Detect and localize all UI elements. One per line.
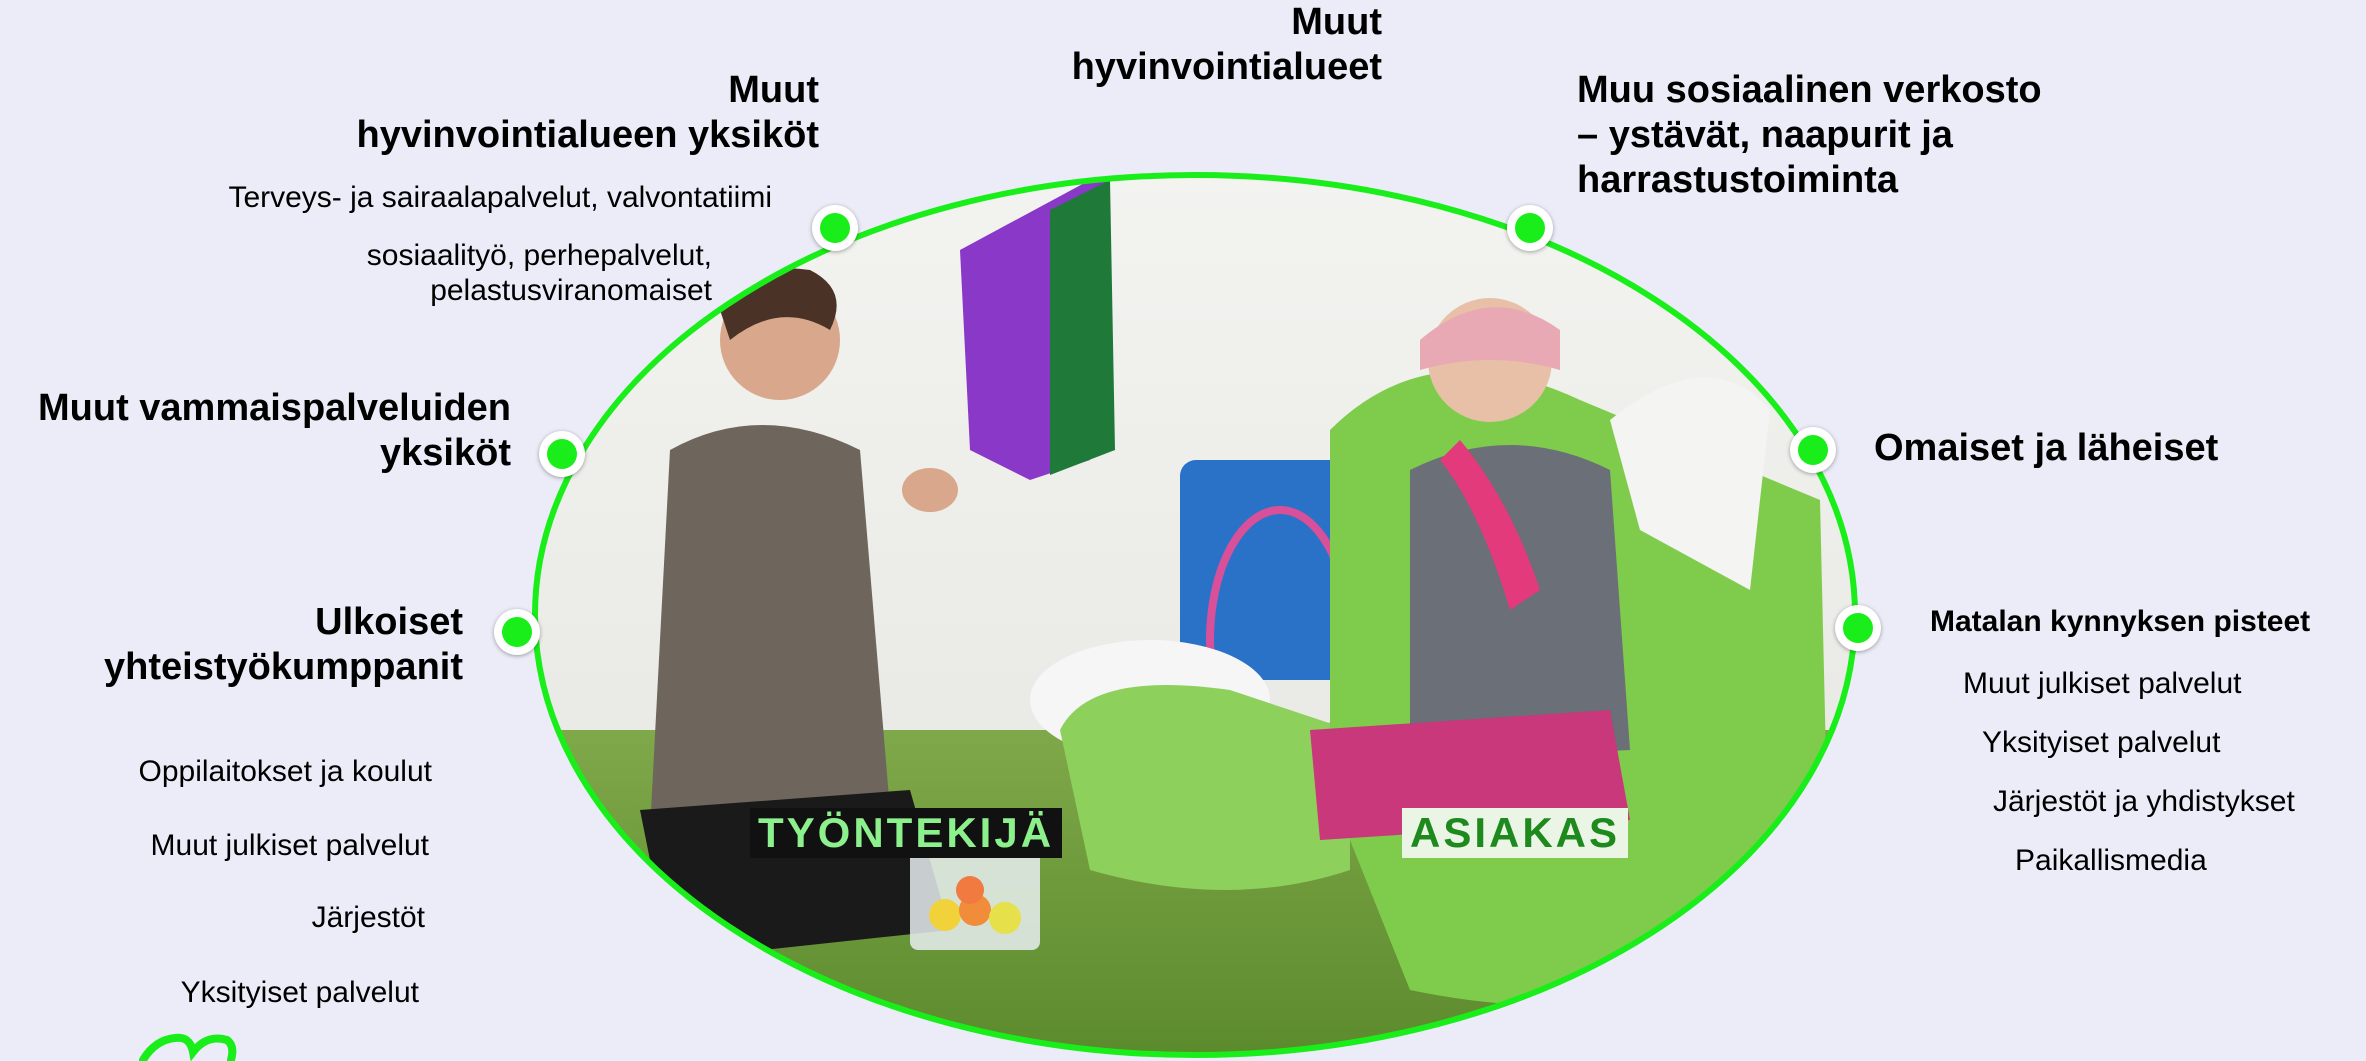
item-public-services-left: Muut julkiset palvelut	[151, 828, 429, 863]
client-label: ASIAKAS	[1402, 808, 1628, 858]
node-social-network[interactable]	[1507, 205, 1553, 251]
item-associations: Järjestöt ja yhdistykset	[1993, 784, 2295, 819]
node-external-partners[interactable]	[494, 609, 540, 655]
title-other-welfare-units: Muut hyvinvointialueen yksiköt	[357, 68, 819, 158]
title-low-threshold: Matalan kynnyksen pisteet	[1930, 604, 2310, 639]
title-other-welfare-areas: Muut hyvinvointialueet	[1072, 0, 1382, 90]
item-social-work: sosiaalityö, perhepalvelut, pelastusvira…	[367, 238, 712, 309]
center-photo	[530, 170, 1860, 1060]
item-private-services-left: Yksityiset palvelut	[181, 975, 419, 1010]
title-external-partners: Ulkoiset yhteistyökumppanit	[104, 600, 463, 690]
node-relatives[interactable]	[1790, 427, 1836, 473]
beanbag-left	[1060, 685, 1350, 890]
title-relatives: Omaiset ja läheiset	[1874, 426, 2218, 471]
node-low-threshold[interactable]	[1835, 605, 1881, 651]
item-private-services-right: Yksityiset palvelut	[1982, 725, 2220, 760]
item-health-services: Terveys- ja sairaalapalvelut, valvontati…	[228, 180, 772, 215]
item-organisations: Järjestöt	[312, 900, 425, 935]
item-schools: Oppilaitokset ja koulut	[139, 754, 433, 789]
node-other-welfare-units[interactable]	[812, 205, 858, 251]
green-scribble	[135, 1032, 265, 1061]
title-disability-units: Muut vammaispalveluiden yksiköt	[38, 386, 511, 476]
item-public-services-right: Muut julkiset palvelut	[1963, 666, 2241, 701]
worker-label: TYÖNTEKIJÄ	[750, 808, 1062, 858]
title-social-network: Muu sosiaalinen verkosto – ystävät, naap…	[1577, 68, 2042, 202]
worker-body	[650, 425, 890, 830]
item-local-media: Paikallismedia	[2015, 843, 2207, 878]
node-disability-units[interactable]	[539, 431, 585, 477]
